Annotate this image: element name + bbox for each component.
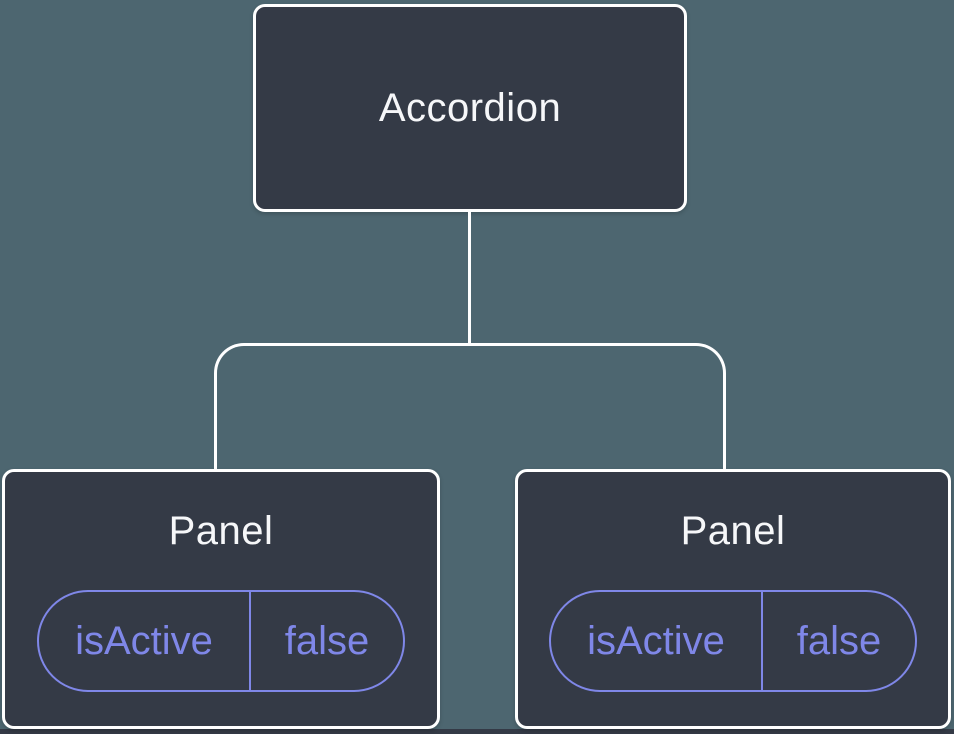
node-label: Accordion (378, 85, 562, 130)
prop-name: isActive (587, 618, 725, 663)
prop-name: isActive (75, 618, 213, 663)
prop-pill: isActive false (549, 590, 917, 692)
tree-node-panel-right: Panel isActive false (515, 469, 951, 729)
prop-pill: isActive false (37, 590, 405, 692)
prop-value: false (284, 618, 370, 663)
connector-bracket (214, 343, 726, 470)
pill-divider (760, 592, 763, 690)
node-label: Panel (680, 509, 786, 553)
tree-node-accordion: Accordion (253, 4, 687, 212)
prop-value: false (796, 618, 882, 663)
node-label: Panel (168, 509, 274, 553)
pill-divider (248, 592, 251, 690)
connector-stem (468, 211, 471, 346)
tree-node-panel-left: Panel isActive false (2, 469, 440, 729)
